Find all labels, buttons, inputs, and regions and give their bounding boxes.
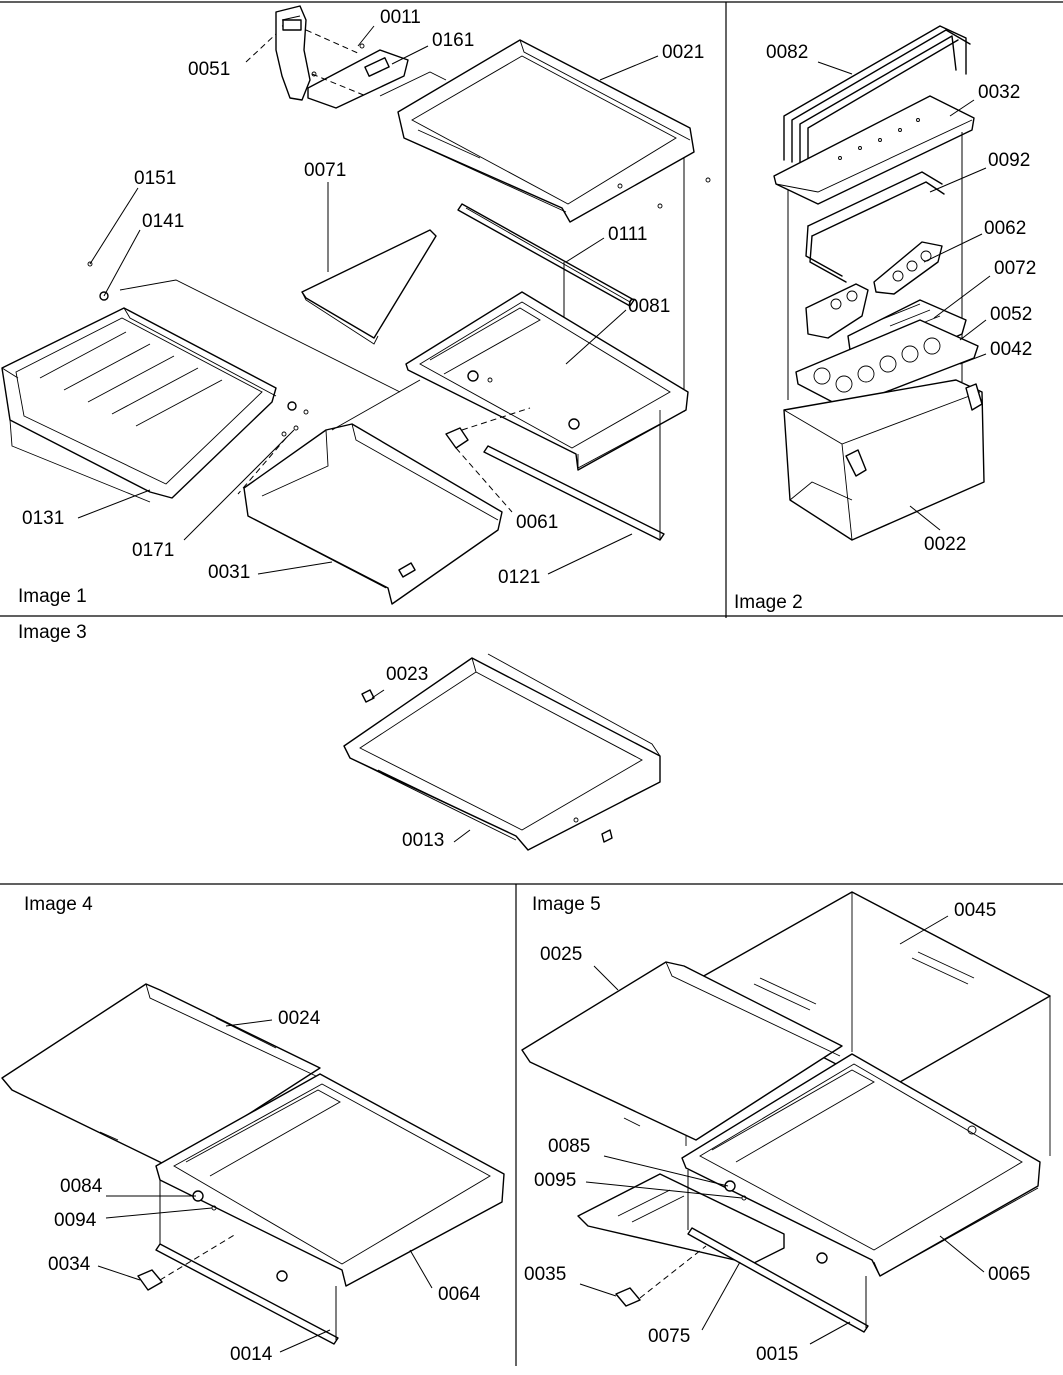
callout-0095: 0095 xyxy=(534,1170,576,1191)
part-0023-screw xyxy=(361,689,375,703)
callout-0014: 0014 xyxy=(230,1344,273,1365)
part-0032-shelf xyxy=(773,95,975,205)
part-0092-wire xyxy=(805,171,945,283)
callout-0051: 0051 xyxy=(188,59,230,80)
callout-0141: 0141 xyxy=(142,211,184,232)
callout-0042: 0042 xyxy=(990,339,1032,360)
part-0081-frame xyxy=(405,291,689,471)
part-0121-rail xyxy=(483,445,665,541)
image2-leaders xyxy=(817,61,991,531)
callout-0092: 0092 xyxy=(988,150,1030,171)
panel-title-image3: Image 3 xyxy=(18,622,87,643)
panel-titles: Image 1 Image 2 Image 3 Image 4 Image 5 xyxy=(18,586,803,915)
part-0111-rail xyxy=(457,203,635,307)
image1-drawing xyxy=(1,5,711,605)
callout-0045: 0045 xyxy=(954,900,996,921)
callout-0085: 0085 xyxy=(548,1136,590,1157)
callout-0072: 0072 xyxy=(994,258,1036,279)
part-0051-cover xyxy=(275,5,311,101)
part-0031-crisper xyxy=(243,423,503,605)
callout-0084: 0084 xyxy=(60,1176,103,1197)
callout-0034: 0034 xyxy=(48,1254,91,1275)
callout-0015: 0015 xyxy=(756,1344,798,1365)
image3-drawing xyxy=(343,653,661,851)
callout-0035: 0035 xyxy=(524,1264,566,1285)
callout-0025: 0025 xyxy=(540,944,582,965)
image4-drawing xyxy=(1,983,505,1345)
callout-0082: 0082 xyxy=(766,42,808,63)
panel-title-image1: Image 1 xyxy=(18,586,87,607)
part-callouts: 0011 0161 0051 0021 0071 0151 0141 0111 … xyxy=(22,7,1036,1365)
callout-0052: 0052 xyxy=(990,304,1032,325)
callout-0024: 0024 xyxy=(278,1008,321,1029)
callout-0071: 0071 xyxy=(304,160,346,181)
callout-0171: 0171 xyxy=(132,540,174,561)
panel-title-image2: Image 2 xyxy=(734,592,803,613)
part-0022-bin xyxy=(783,379,985,541)
part-0035-clip xyxy=(615,1287,641,1307)
image1-leaders xyxy=(77,25,659,575)
callout-0081: 0081 xyxy=(628,296,670,317)
part-0082-wire-rails xyxy=(783,25,971,167)
part-0062-egg-tray xyxy=(873,241,943,295)
part-0015-rail xyxy=(687,1227,869,1333)
part-0013-shelf xyxy=(343,653,661,851)
callout-0121: 0121 xyxy=(498,567,540,588)
callout-0032: 0032 xyxy=(978,82,1020,103)
image4-leaders xyxy=(97,1019,433,1353)
callout-0151: 0151 xyxy=(134,168,176,189)
callout-0161: 0161 xyxy=(432,30,474,51)
part-0161-bracket xyxy=(307,43,409,109)
part-0064-frame xyxy=(155,1073,505,1287)
part-0021-shelf xyxy=(397,39,711,223)
callout-0094: 0094 xyxy=(54,1210,97,1231)
callout-0111: 0111 xyxy=(608,224,647,245)
callout-0075: 0075 xyxy=(648,1326,690,1347)
callout-0013: 0013 xyxy=(402,830,444,851)
part-0052-egg-holder xyxy=(795,319,979,409)
image5-leaders xyxy=(579,915,985,1345)
callout-0021: 0021 xyxy=(662,42,704,63)
part-0075-panel xyxy=(577,1173,785,1265)
callout-0011: 0011 xyxy=(380,7,421,28)
callout-0031: 0031 xyxy=(208,562,250,583)
callout-0023: 0023 xyxy=(386,664,428,685)
callout-0062: 0062 xyxy=(984,218,1026,239)
callout-0131: 0131 xyxy=(22,508,64,529)
part-0034-clip xyxy=(137,1269,163,1291)
part-0061-latch xyxy=(445,427,469,449)
part-0014-rail xyxy=(155,1243,339,1345)
part-0024-glass xyxy=(1,983,321,1167)
part-0131-drawer xyxy=(1,261,277,503)
part-0171-fastener xyxy=(287,401,297,411)
part-0071-panel xyxy=(301,229,437,345)
callout-0061: 0061 xyxy=(516,512,558,533)
image5-drawing xyxy=(521,891,1051,1333)
panel-title-image5: Image 5 xyxy=(532,894,601,915)
callout-0022: 0022 xyxy=(924,534,966,555)
callout-0065: 0065 xyxy=(988,1264,1030,1285)
part-0025-glass xyxy=(521,961,843,1141)
panel-title-image4: Image 4 xyxy=(24,894,93,915)
image2-drawing xyxy=(773,25,985,541)
callout-0064: 0064 xyxy=(438,1284,481,1305)
